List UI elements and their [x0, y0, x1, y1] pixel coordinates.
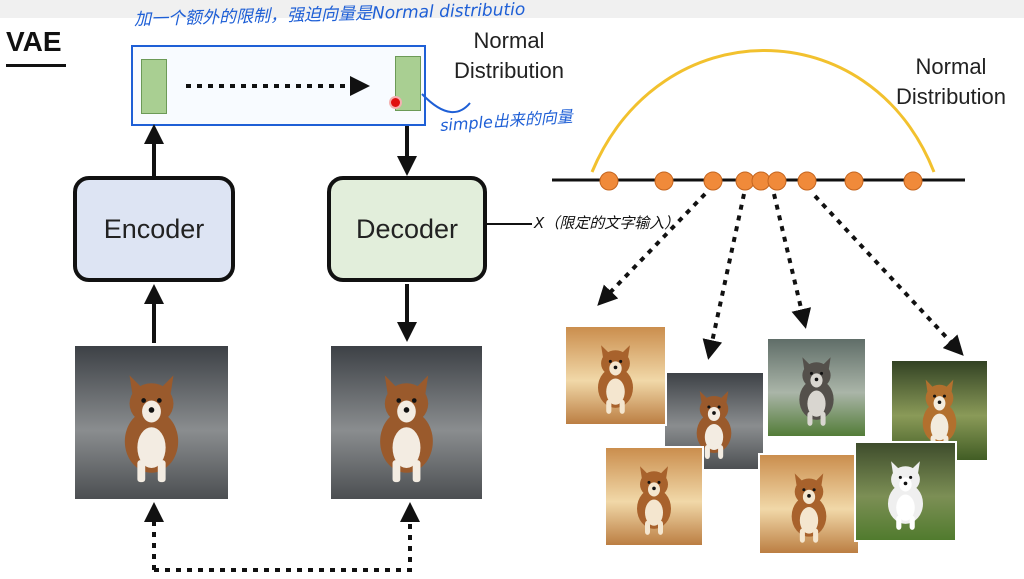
photo-drawing: [73, 344, 230, 501]
photo-drawing: [329, 344, 484, 501]
normal-curve: [590, 49, 936, 173]
sample-arrow: [597, 192, 707, 306]
encoder-block: Encoder: [73, 176, 235, 282]
latent-vector-encoded: [141, 59, 167, 114]
top-strip: [0, 0, 1024, 18]
sample-point: [903, 171, 923, 191]
sample-point: [751, 171, 771, 191]
reconstructed-dog-image: [329, 344, 484, 501]
sample-point: [654, 171, 674, 191]
title-underline: [6, 64, 66, 67]
photo-drawing: [766, 337, 867, 438]
curve-distribution-label-line: Normal Distribution: [895, 54, 1007, 109]
decoder-label: Decoder: [355, 213, 459, 244]
sample-point: [599, 171, 619, 191]
generated-dog-image: [758, 453, 860, 555]
sample-point: [703, 171, 723, 191]
latent-distribution-label-line: Normal Distribution: [453, 28, 565, 83]
photo-drawing: [564, 325, 667, 426]
sample-point: [735, 171, 755, 191]
decoder-block: Decoder: [327, 176, 487, 282]
reconstruction-loop: [152, 510, 412, 572]
photo-drawing: [758, 453, 860, 555]
sample-point: [844, 171, 864, 191]
photo-drawing: [604, 446, 704, 547]
sample-point: [767, 171, 787, 191]
slide-title: VAE: [6, 26, 62, 57]
sample-points: [599, 171, 923, 191]
generated-dog-image: [766, 337, 867, 438]
sample-arrow: [702, 193, 746, 360]
sample-point: [797, 171, 817, 191]
input-dog-image: [73, 344, 230, 501]
generated-dog-image: [854, 441, 957, 542]
latent-distribution-label: Normal Distribution: [436, 26, 582, 86]
condition-input-annotation: X（限定的文字输入）: [534, 214, 680, 232]
generated-dog-image: [604, 446, 704, 547]
sample-arrow: [813, 194, 964, 356]
generated-dog-image: [564, 325, 667, 426]
laser-pointer-dot: [391, 98, 400, 107]
encoder-label: Encoder: [103, 213, 205, 244]
sample-arrow: [772, 193, 812, 329]
annotation-pointer: [421, 93, 471, 114]
photo-drawing: [854, 441, 957, 542]
curve-distribution-label: Normal Distribution: [880, 52, 1022, 112]
